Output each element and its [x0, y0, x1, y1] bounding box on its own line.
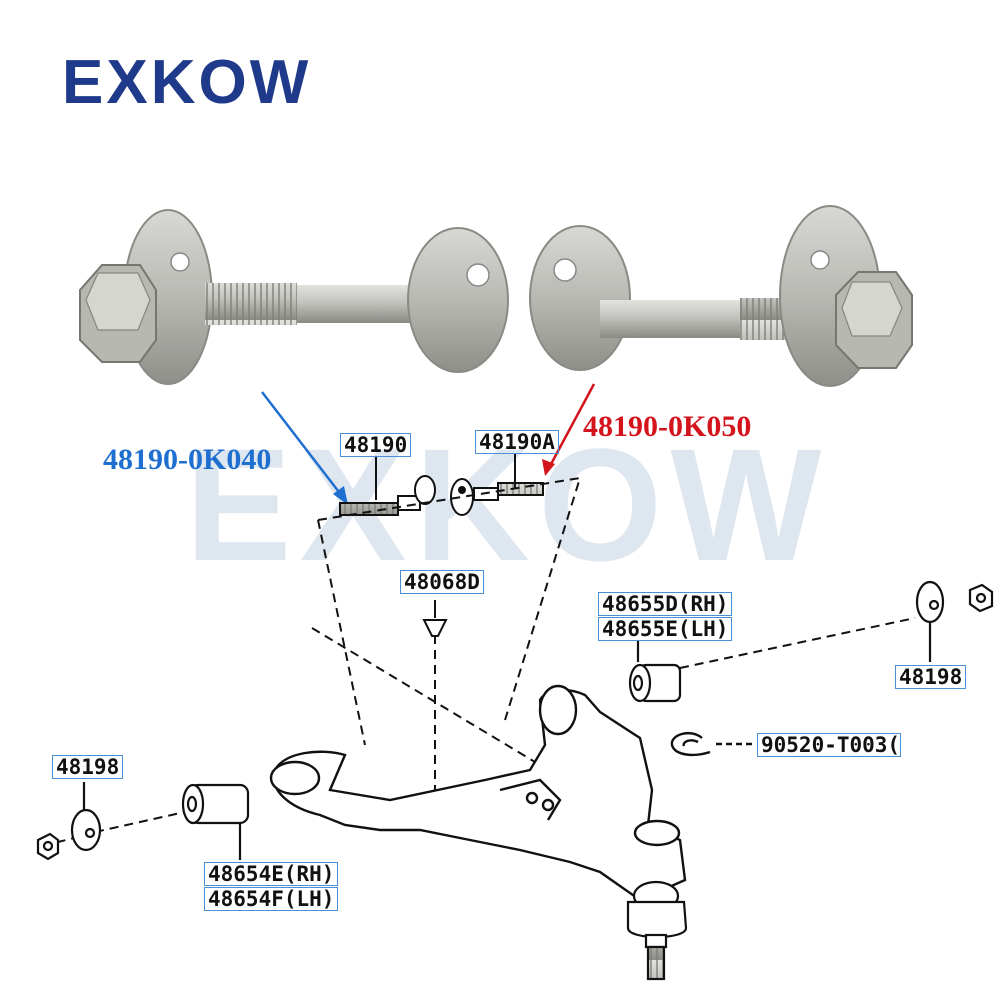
grease-fitting-icon — [422, 600, 448, 637]
label-48190a: 48190A — [475, 430, 559, 454]
watermark: EXKOW — [185, 415, 830, 594]
bushing-icon-left — [181, 783, 250, 860]
blue-callout-arrow — [261, 391, 348, 505]
washer-icon-left — [70, 782, 102, 852]
label-48198-left: 48198 — [52, 755, 124, 779]
ball-joint-icon — [626, 880, 688, 981]
label-48655d: 48655D(RH) — [598, 592, 733, 616]
part-number-callout-red: 48190-0K050 — [583, 410, 752, 443]
control-arm-diagram — [269, 684, 687, 902]
part-number-callout-blue: 48190-0K040 — [103, 443, 272, 476]
bolt-48190-drawing — [339, 475, 436, 516]
label-48198-right: 48198 — [895, 665, 967, 689]
label-48654f: 48654F(LH) — [204, 887, 339, 911]
label-48655e: 48655E(LH) — [598, 617, 733, 641]
bolt-48190A-drawing — [450, 478, 544, 516]
label-48190: 48190 — [340, 433, 412, 457]
red-callout-arrow — [542, 383, 596, 476]
washer-icon — [915, 580, 945, 662]
nut-icon-left — [36, 832, 60, 861]
label-90520: 90520-T003( — [757, 733, 902, 757]
label-48654e: 48654E(RH) — [204, 862, 339, 886]
nut-icon — [968, 583, 994, 613]
cam-bolt-photo — [79, 209, 509, 385]
cam-bolt-photo-mirrored — [529, 205, 913, 387]
bushing-icon — [628, 640, 682, 703]
label-leaders — [375, 454, 516, 500]
label-48068d: 48068D — [400, 570, 484, 594]
snap-ring-icon — [670, 731, 755, 757]
brand-logo: EXKOW — [62, 48, 312, 117]
